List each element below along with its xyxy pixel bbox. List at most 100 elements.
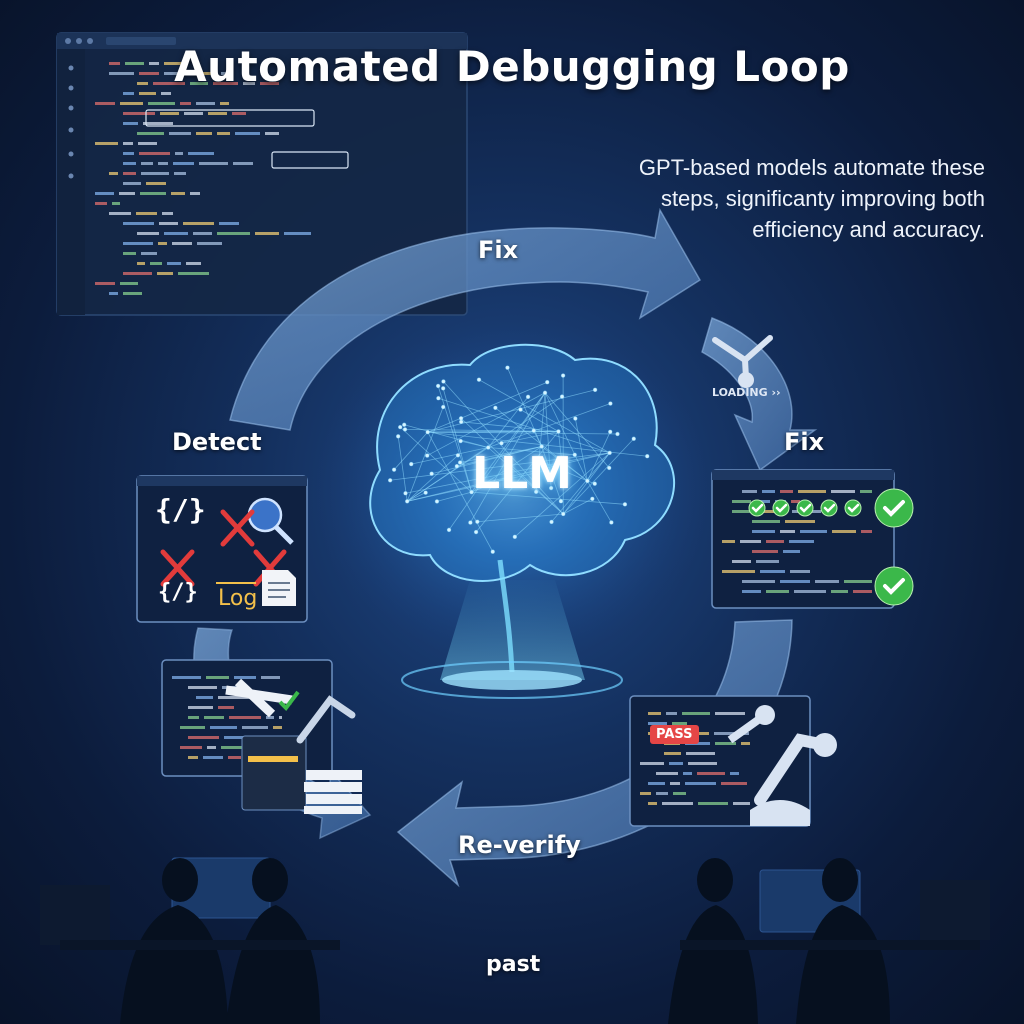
code-token bbox=[232, 112, 246, 115]
network-link bbox=[442, 388, 472, 493]
code-token bbox=[648, 712, 661, 715]
code-brace-icon: {/} bbox=[155, 493, 206, 526]
network-link bbox=[471, 446, 542, 493]
code-token bbox=[233, 162, 253, 165]
network-link bbox=[404, 424, 489, 448]
code-token bbox=[733, 802, 750, 805]
network-link bbox=[427, 392, 546, 456]
code-token bbox=[815, 580, 839, 583]
network-link bbox=[541, 446, 588, 482]
description-line: steps, significanty improving both bbox=[660, 186, 985, 211]
code-token bbox=[722, 540, 735, 543]
network-link bbox=[437, 385, 472, 493]
network-node bbox=[560, 373, 566, 378]
code-token bbox=[766, 590, 789, 593]
code-token bbox=[730, 772, 739, 775]
code-token bbox=[183, 222, 214, 225]
code-token bbox=[139, 72, 159, 75]
network-node bbox=[590, 496, 595, 501]
code-token bbox=[188, 756, 198, 759]
code-token bbox=[123, 182, 141, 185]
code-token bbox=[123, 172, 136, 175]
code-token bbox=[648, 722, 667, 725]
code-token bbox=[153, 82, 185, 85]
code-token bbox=[219, 222, 239, 225]
code-token bbox=[224, 736, 247, 739]
network-link bbox=[471, 475, 510, 493]
network-link bbox=[488, 447, 575, 456]
code-token bbox=[780, 530, 795, 533]
code-token bbox=[673, 792, 686, 795]
network-link bbox=[406, 396, 563, 502]
code-token bbox=[123, 272, 152, 275]
code-token bbox=[140, 192, 166, 195]
network-link bbox=[427, 431, 559, 433]
network-node bbox=[493, 405, 498, 411]
code-token bbox=[158, 162, 168, 165]
code-token bbox=[137, 262, 145, 265]
code-token bbox=[221, 746, 243, 749]
network-link bbox=[544, 392, 610, 469]
code-token bbox=[167, 262, 181, 265]
network-node bbox=[387, 478, 393, 483]
code-token bbox=[210, 726, 237, 729]
code-token bbox=[698, 802, 728, 805]
network-node bbox=[631, 436, 636, 441]
code-token bbox=[265, 132, 279, 135]
code-token bbox=[95, 102, 115, 105]
code-token bbox=[137, 232, 159, 235]
network-node bbox=[446, 527, 452, 533]
code-token bbox=[217, 132, 230, 135]
network-link bbox=[562, 452, 610, 515]
code-token bbox=[672, 722, 687, 725]
footer-label: past bbox=[486, 952, 541, 977]
network-node bbox=[622, 502, 628, 507]
code-token bbox=[742, 590, 761, 593]
network-link bbox=[562, 438, 635, 515]
code-token bbox=[261, 676, 280, 679]
right-workstation bbox=[629, 695, 837, 827]
code-token bbox=[159, 222, 178, 225]
code-token bbox=[120, 102, 143, 105]
fix-panel bbox=[711, 469, 914, 609]
network-node bbox=[473, 529, 479, 535]
code-token bbox=[831, 590, 848, 593]
network-node bbox=[572, 452, 577, 457]
code-token bbox=[234, 676, 256, 679]
network-node bbox=[542, 390, 548, 395]
network-node bbox=[441, 404, 446, 410]
code-token bbox=[148, 102, 175, 105]
code-token bbox=[831, 490, 855, 493]
network-node bbox=[544, 468, 549, 473]
code-token bbox=[190, 192, 200, 195]
code-token bbox=[109, 172, 118, 175]
code-token bbox=[783, 550, 800, 553]
code-token bbox=[174, 172, 186, 175]
code-token bbox=[123, 292, 142, 295]
code-token bbox=[162, 212, 173, 215]
code-token bbox=[199, 162, 228, 165]
code-token bbox=[193, 232, 212, 235]
code-token bbox=[800, 530, 827, 533]
network-link bbox=[427, 431, 618, 435]
code-token bbox=[141, 162, 153, 165]
code-token bbox=[123, 222, 154, 225]
network-link bbox=[436, 491, 472, 502]
code-token bbox=[640, 792, 651, 795]
network-node bbox=[457, 460, 463, 465]
code-token bbox=[220, 102, 229, 105]
code-token bbox=[242, 726, 268, 729]
network-node bbox=[429, 471, 434, 476]
code-token bbox=[669, 762, 683, 765]
detect-panel bbox=[136, 475, 308, 623]
people-silhouettes bbox=[40, 857, 990, 1024]
network-node bbox=[548, 485, 554, 491]
network-node bbox=[545, 379, 550, 385]
network-node bbox=[425, 453, 430, 458]
network-link bbox=[460, 446, 542, 463]
code-token bbox=[229, 716, 261, 719]
network-link bbox=[407, 492, 426, 502]
code-token bbox=[172, 676, 201, 679]
network-node bbox=[398, 424, 403, 430]
network-node bbox=[435, 383, 441, 389]
